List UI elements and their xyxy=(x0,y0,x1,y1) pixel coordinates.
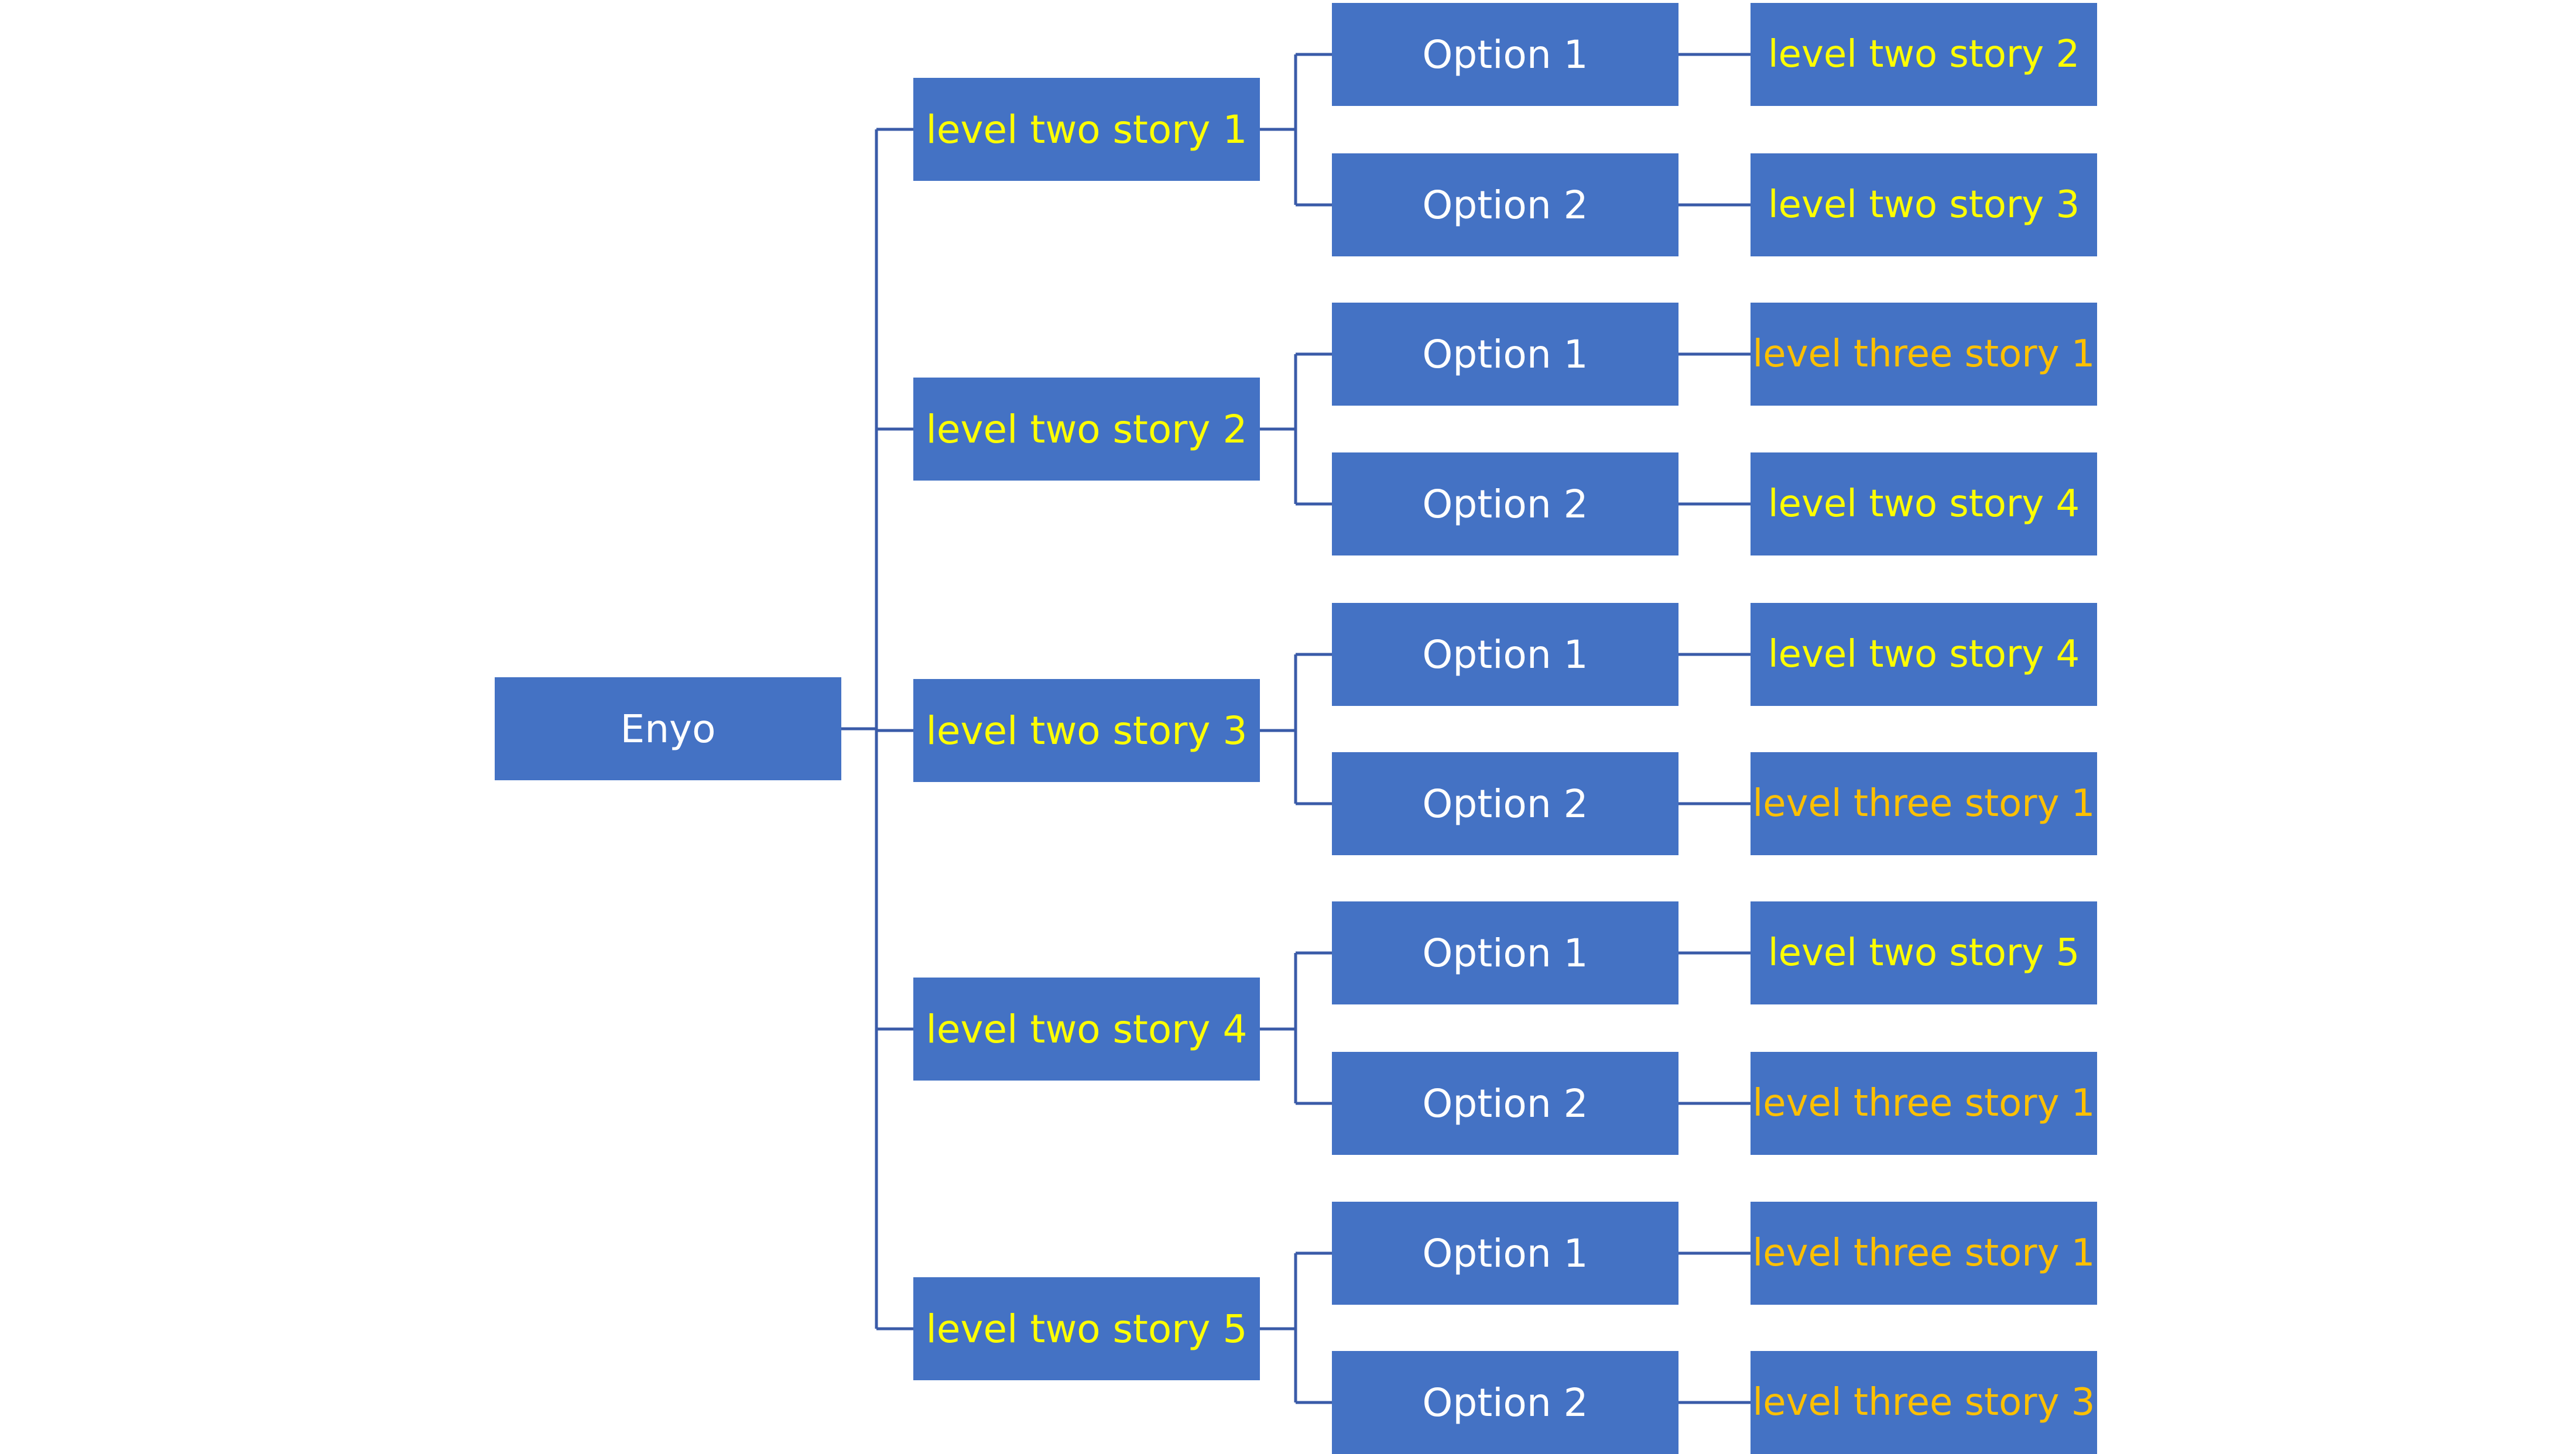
leaf-node: level three story 1 xyxy=(1751,1052,2097,1155)
leaf-node: level two story 4 xyxy=(1751,452,2097,555)
leaf-node: level two story 2 xyxy=(1751,3,2097,106)
option-node: Option 2 xyxy=(1332,452,1678,555)
level-two-node: level two story 5 xyxy=(913,1277,1260,1380)
option-node: Option 1 xyxy=(1332,603,1678,706)
option-node: Option 2 xyxy=(1332,1052,1678,1155)
option-node: Option 2 xyxy=(1332,752,1678,855)
leaf-node: level three story 1 xyxy=(1751,1202,2097,1305)
option-node: Option 1 xyxy=(1332,3,1678,106)
root-node: Enyo xyxy=(495,677,841,780)
leaf-node: level two story 4 xyxy=(1751,603,2097,706)
leaf-node: level three story 3 xyxy=(1751,1351,2097,1454)
leaf-node: level three story 1 xyxy=(1751,752,2097,855)
leaf-node: level two story 5 xyxy=(1751,901,2097,1004)
option-node: Option 1 xyxy=(1332,303,1678,406)
level-two-node: level two story 1 xyxy=(913,78,1260,181)
leaf-node: level three story 1 xyxy=(1751,303,2097,406)
option-node: Option 2 xyxy=(1332,1351,1678,1454)
option-node: Option 1 xyxy=(1332,901,1678,1004)
level-two-node: level two story 3 xyxy=(913,679,1260,782)
level-two-node: level two story 4 xyxy=(913,978,1260,1081)
level-two-node: level two story 2 xyxy=(913,378,1260,481)
option-node: Option 2 xyxy=(1332,153,1678,256)
option-node: Option 1 xyxy=(1332,1202,1678,1305)
leaf-node: level two story 3 xyxy=(1751,153,2097,256)
